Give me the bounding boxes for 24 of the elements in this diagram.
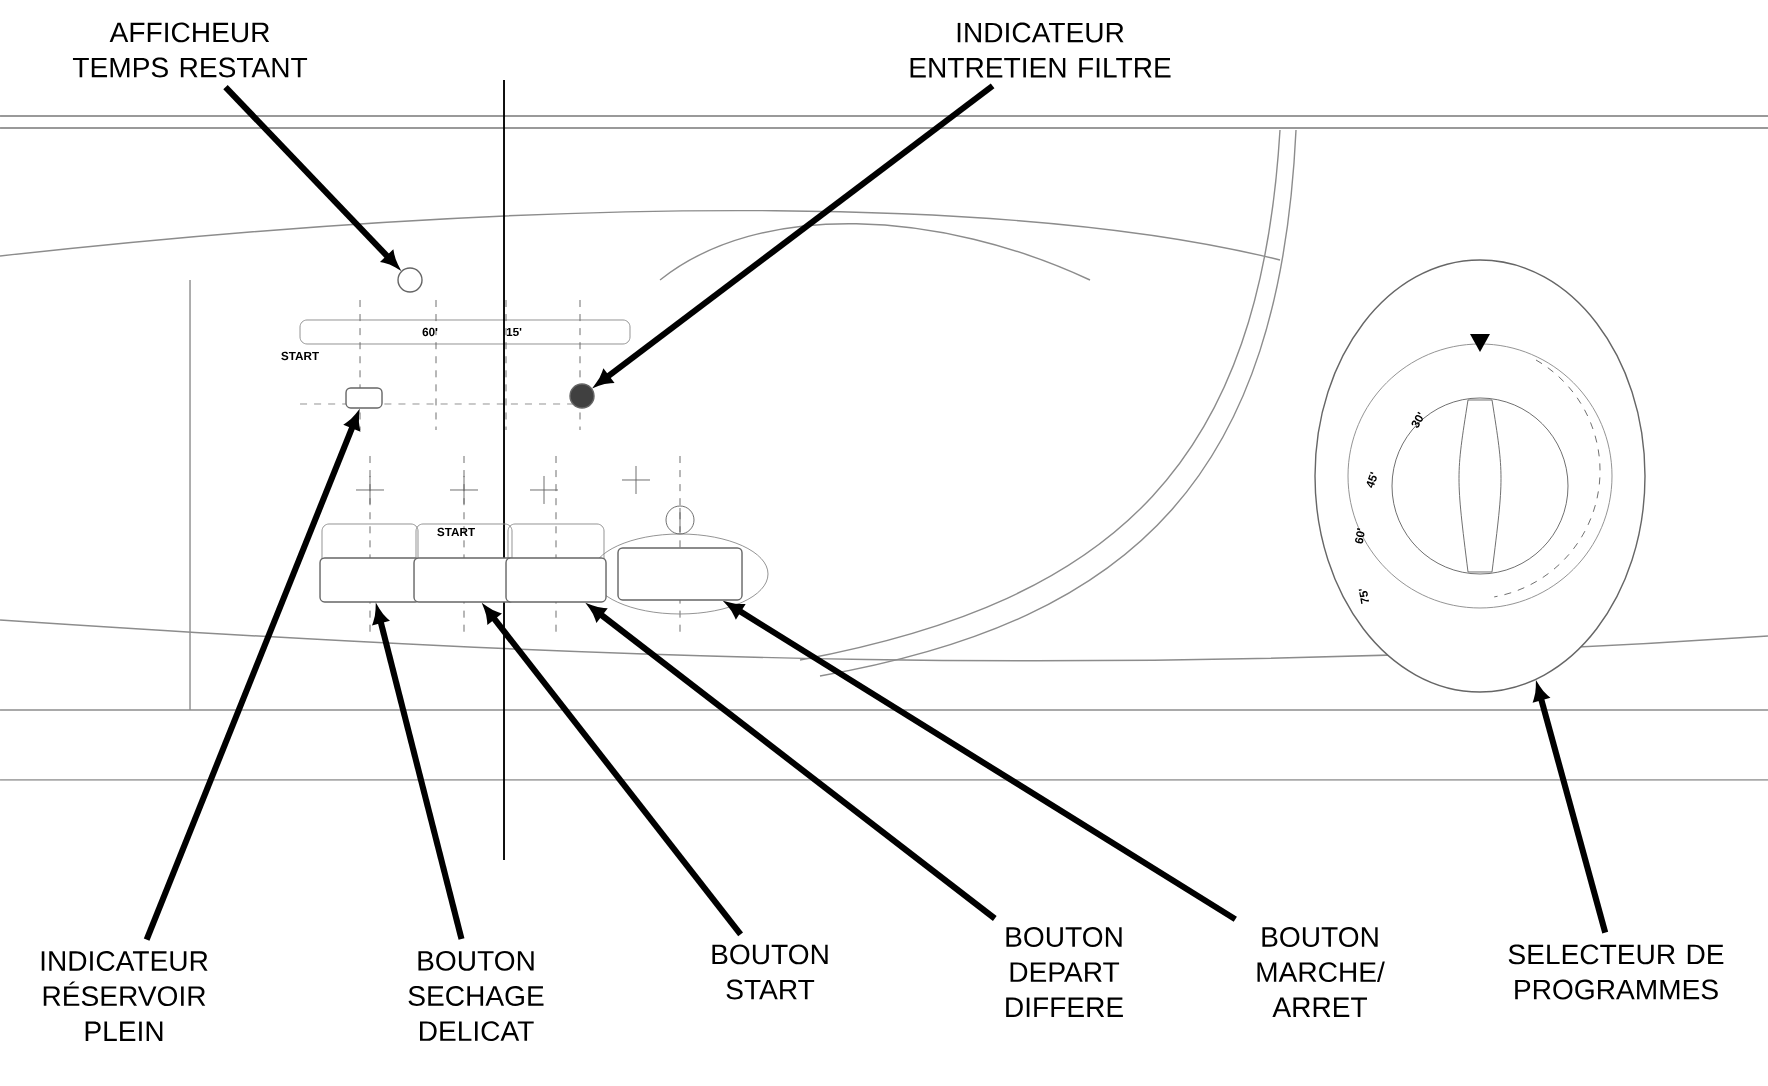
push-button (319, 557, 421, 603)
arrow (143, 413, 360, 941)
programme-dial (1314, 259, 1646, 693)
arrow (727, 602, 1237, 922)
push-button (505, 557, 607, 603)
arrow (484, 606, 743, 937)
arrow (223, 85, 399, 268)
push-button (413, 557, 515, 603)
callout-label: SELECTEUR DE PROGRAMMES (1508, 944, 1724, 1000)
clock-symbol (397, 267, 423, 293)
callout-label: BOUTON MARCHE/ ARRET (1257, 927, 1385, 1017)
callout-label: INDICATEUR RÉSERVOIR PLEIN (41, 951, 208, 1041)
push-button (617, 547, 743, 601)
callout-label: BOUTON SECHAGE DELICAT (408, 950, 544, 1042)
tank-symbol (345, 387, 383, 409)
callout-label: BOUTON START (712, 944, 828, 1000)
callout-label: INDICATEUR ENTRETIEN FILTRE (910, 22, 1171, 78)
arrow (1533, 685, 1609, 934)
arrow (589, 605, 997, 921)
arrow (595, 83, 995, 386)
callout-label: AFFICHEUR TEMPS RESTANT (72, 22, 308, 78)
callout-label: BOUTON DEPART DIFFERE (1006, 927, 1123, 1017)
indicator-light (569, 383, 595, 409)
arrow (373, 607, 465, 940)
